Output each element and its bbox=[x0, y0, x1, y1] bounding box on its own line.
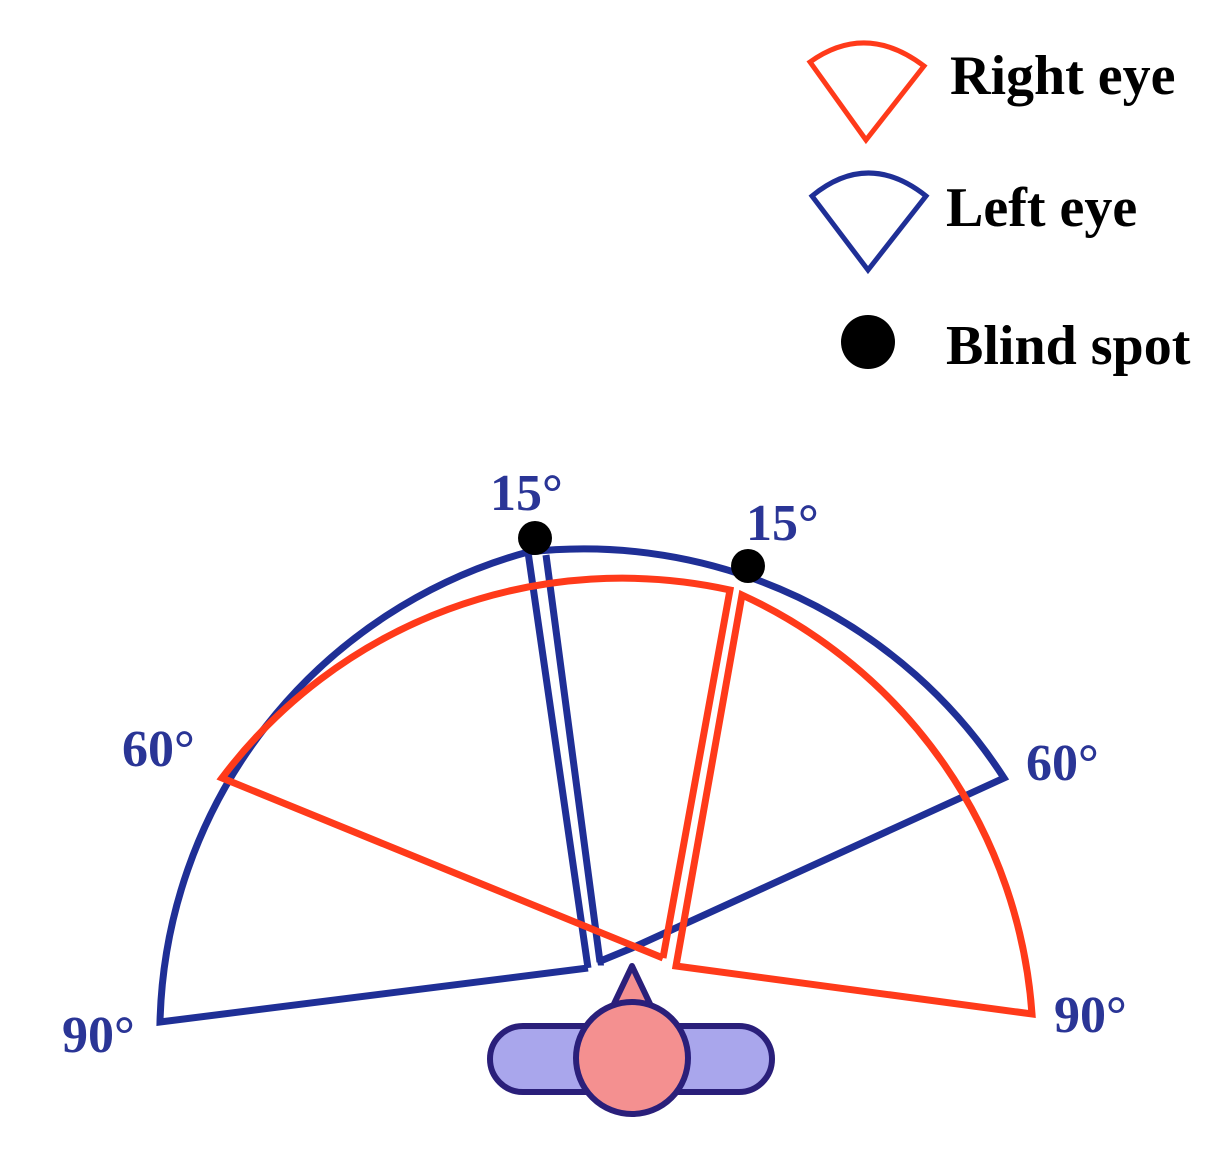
angle-label-60-right: 60° bbox=[1026, 735, 1099, 792]
angle-label-90-right: 90° bbox=[1054, 987, 1127, 1044]
right-eye-field bbox=[216, 574, 1036, 1019]
legend-blind-spot-label: Blind spot bbox=[946, 315, 1191, 377]
angle-label-15-right: 15° bbox=[746, 495, 819, 552]
left-eye-field bbox=[156, 545, 1010, 1026]
right-blind-spot-marker bbox=[731, 549, 765, 583]
left-blind-spot-marker bbox=[518, 521, 552, 555]
legend-right-eye-label: Right eye bbox=[950, 45, 1176, 107]
head bbox=[573, 999, 691, 1117]
left-eye-legend-icon bbox=[808, 170, 930, 275]
head-figure bbox=[487, 963, 775, 1117]
right-eye-legend-icon bbox=[806, 40, 928, 145]
legend: Right eye Left eye Blind spot bbox=[806, 40, 1191, 377]
legend-left-eye-label: Left eye bbox=[946, 177, 1137, 239]
angle-label-15-left: 15° bbox=[490, 465, 563, 522]
angle-label-90-left: 90° bbox=[62, 1007, 135, 1064]
blind-spot-legend-icon bbox=[841, 315, 895, 369]
angle-label-60-left: 60° bbox=[122, 721, 195, 778]
